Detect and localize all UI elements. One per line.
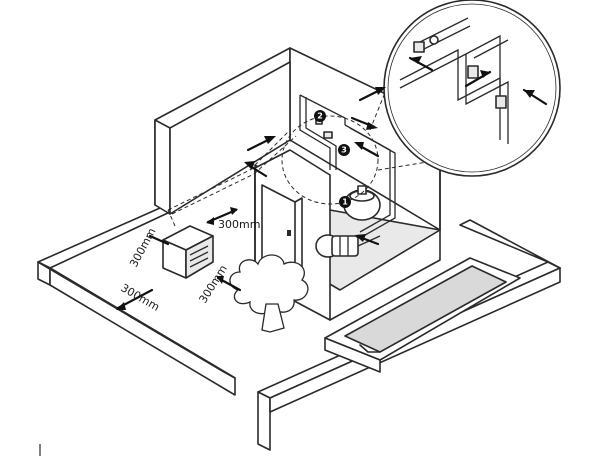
callout-2: 2: [314, 110, 326, 122]
callout-3: 3: [338, 144, 350, 156]
flow-arrows: [244, 87, 386, 246]
dimension-top-label: 300mm: [218, 218, 260, 231]
callout-1: 1: [339, 196, 351, 208]
filter-tank: [343, 185, 381, 221]
swimming-pool: [324, 257, 521, 373]
heat-pump-unit: [162, 225, 214, 279]
plant-room-piping: [299, 94, 396, 239]
svg-text:3: 3: [341, 146, 347, 155]
dimension-top: 300mm: [206, 207, 260, 231]
pipe-run: [167, 129, 297, 227]
tree-icon: [229, 254, 309, 333]
dimension-left-lower: 300mm: [116, 281, 162, 314]
house: [154, 47, 441, 321]
svg-text:1: 1: [342, 198, 348, 207]
dimension-left-upper: 300mm: [127, 226, 170, 270]
detail-magnifier: [383, 0, 561, 177]
dimension-left-upper-label: 300mm: [127, 226, 158, 270]
pump: [315, 234, 381, 258]
svg-text:2: 2: [317, 112, 323, 121]
garden-wall-left: [37, 207, 236, 396]
